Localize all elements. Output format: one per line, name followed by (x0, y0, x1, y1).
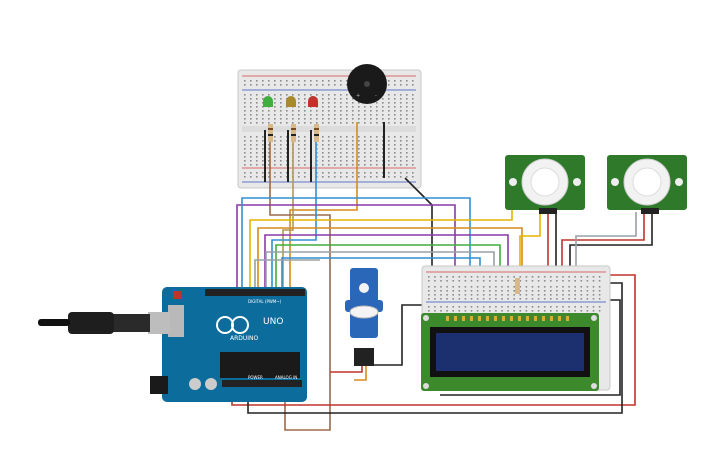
wires (231, 122, 653, 431)
svg-text:-: - (375, 93, 377, 99)
arduino-brand-label: ARDUINO (230, 335, 259, 342)
pir-sensor-1 (505, 155, 585, 214)
led-red (308, 96, 318, 107)
pir-sensor-2 (607, 155, 687, 214)
svg-text:+: + (356, 93, 360, 99)
lcd-display (421, 313, 599, 391)
resistor-3 (314, 124, 319, 142)
servo-motor (345, 268, 383, 366)
led-green (263, 96, 273, 107)
usb-cable (38, 312, 170, 334)
resistor-2 (291, 124, 296, 142)
arduino-uno: ARDUINO UNO DIGITAL (PWM~) POWER ANALOG … (150, 287, 307, 402)
analog-header-label: ANALOG IN (275, 375, 297, 380)
piezo-buzzer: + - (347, 64, 387, 104)
power-header-label: POWER (248, 375, 263, 380)
arduino-model-label: UNO (263, 317, 283, 327)
digital-header-label: DIGITAL (PWM~) (248, 299, 282, 304)
led-yellow (286, 96, 296, 107)
resistor-1 (268, 124, 273, 142)
